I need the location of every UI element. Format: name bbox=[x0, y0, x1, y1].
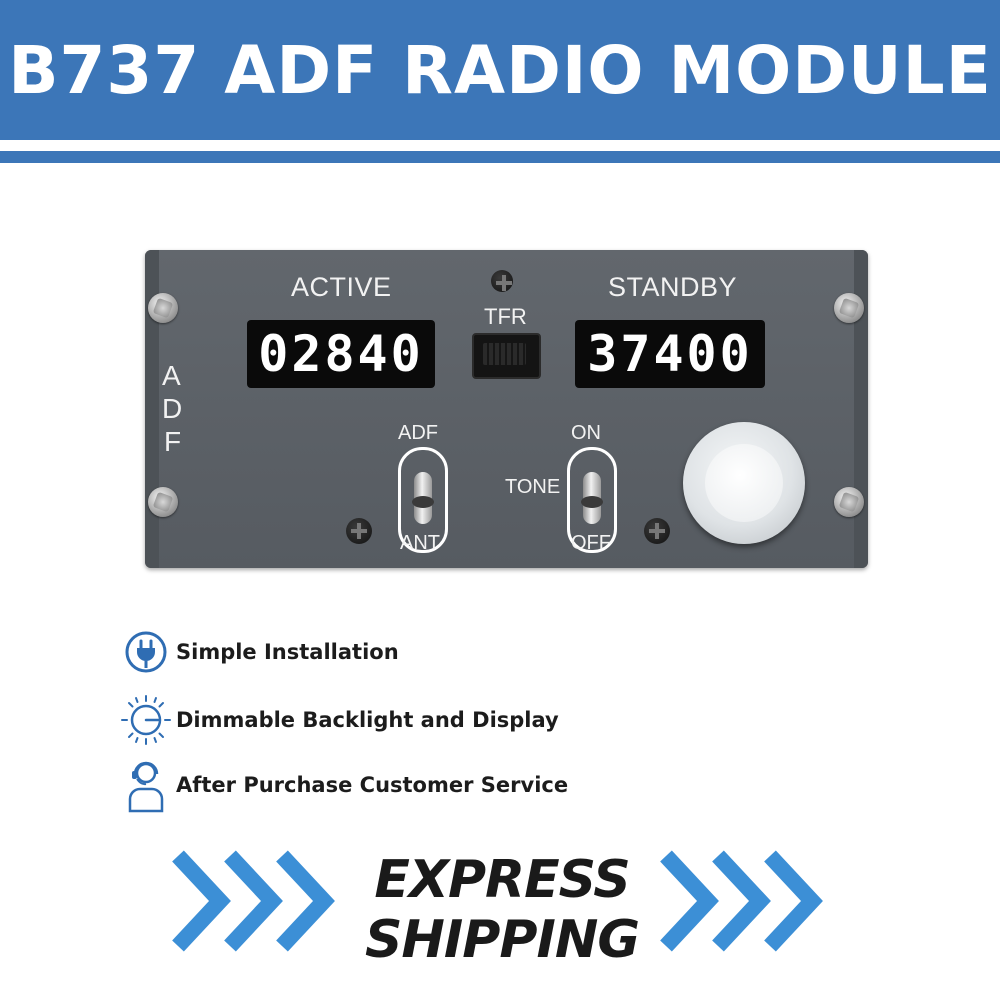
feature-item-installation: Simple Installation bbox=[118, 627, 399, 677]
feature-item-backlight: Dimmable Backlight and Display bbox=[118, 695, 559, 745]
express-shipping-line1: EXPRESS bbox=[374, 850, 630, 910]
panel-screw-top-right bbox=[834, 293, 864, 323]
left-chevron-arrows bbox=[170, 846, 350, 956]
right-chevron-arrows bbox=[658, 846, 838, 956]
lower-left-screw bbox=[346, 518, 372, 544]
adf-ant-toggle-switch[interactable] bbox=[398, 447, 448, 553]
standby-frequency-value: 37400 bbox=[587, 325, 753, 383]
tfr-button[interactable] bbox=[472, 333, 541, 379]
side-letter-a: A bbox=[162, 360, 181, 391]
ant-mode-label: ANT bbox=[400, 532, 440, 554]
feature-text-installation: Simple Installation bbox=[176, 640, 399, 664]
standby-label: STANDBY bbox=[608, 272, 738, 302]
express-shipping-line2: SHIPPING bbox=[364, 910, 640, 970]
feature-text-service: After Purchase Customer Service bbox=[176, 773, 569, 797]
tfr-label: TFR bbox=[484, 304, 527, 329]
feature-item-service: After Purchase Customer Service bbox=[118, 760, 569, 813]
brightness-dial-icon bbox=[118, 695, 174, 745]
active-frequency-value: 02840 bbox=[258, 325, 424, 383]
tone-on-label: ON bbox=[571, 422, 601, 444]
tone-toggle-lever bbox=[581, 472, 603, 524]
frequency-tuning-knob[interactable] bbox=[683, 422, 805, 544]
active-label: ACTIVE bbox=[291, 272, 392, 302]
adf-ant-toggle-lever bbox=[412, 472, 434, 524]
feature-text-backlight: Dimmable Backlight and Display bbox=[176, 708, 559, 732]
panel-screw-bottom-right bbox=[834, 487, 864, 517]
tone-off-label: OFF bbox=[571, 532, 611, 554]
page-title: B737 ADF RADIO MODULE bbox=[8, 31, 992, 109]
standby-frequency-display: 37400 bbox=[575, 320, 765, 388]
adf-radio-panel: A D F ACTIVE STANDBY TFR 02840 37400 ADF… bbox=[145, 250, 868, 568]
panel-screw-bottom-left bbox=[148, 487, 178, 517]
adf-mode-label: ADF bbox=[398, 422, 438, 444]
active-frequency-display: 02840 bbox=[247, 320, 435, 388]
plug-icon bbox=[118, 627, 174, 677]
header-banner: B737 ADF RADIO MODULE bbox=[0, 0, 1000, 140]
panel-right-flange bbox=[854, 250, 868, 568]
panel-screw-top-left bbox=[148, 293, 178, 323]
top-center-screw bbox=[491, 270, 513, 292]
lower-right-screw bbox=[644, 518, 670, 544]
headset-agent-icon bbox=[118, 760, 174, 813]
express-shipping-title: EXPRESS SHIPPING bbox=[357, 850, 647, 970]
tone-label: TONE bbox=[505, 476, 561, 498]
tone-toggle-switch[interactable] bbox=[567, 447, 617, 553]
side-letter-d: D bbox=[162, 393, 183, 424]
side-letter-f: F bbox=[164, 426, 182, 457]
header-stripe bbox=[0, 151, 1000, 163]
